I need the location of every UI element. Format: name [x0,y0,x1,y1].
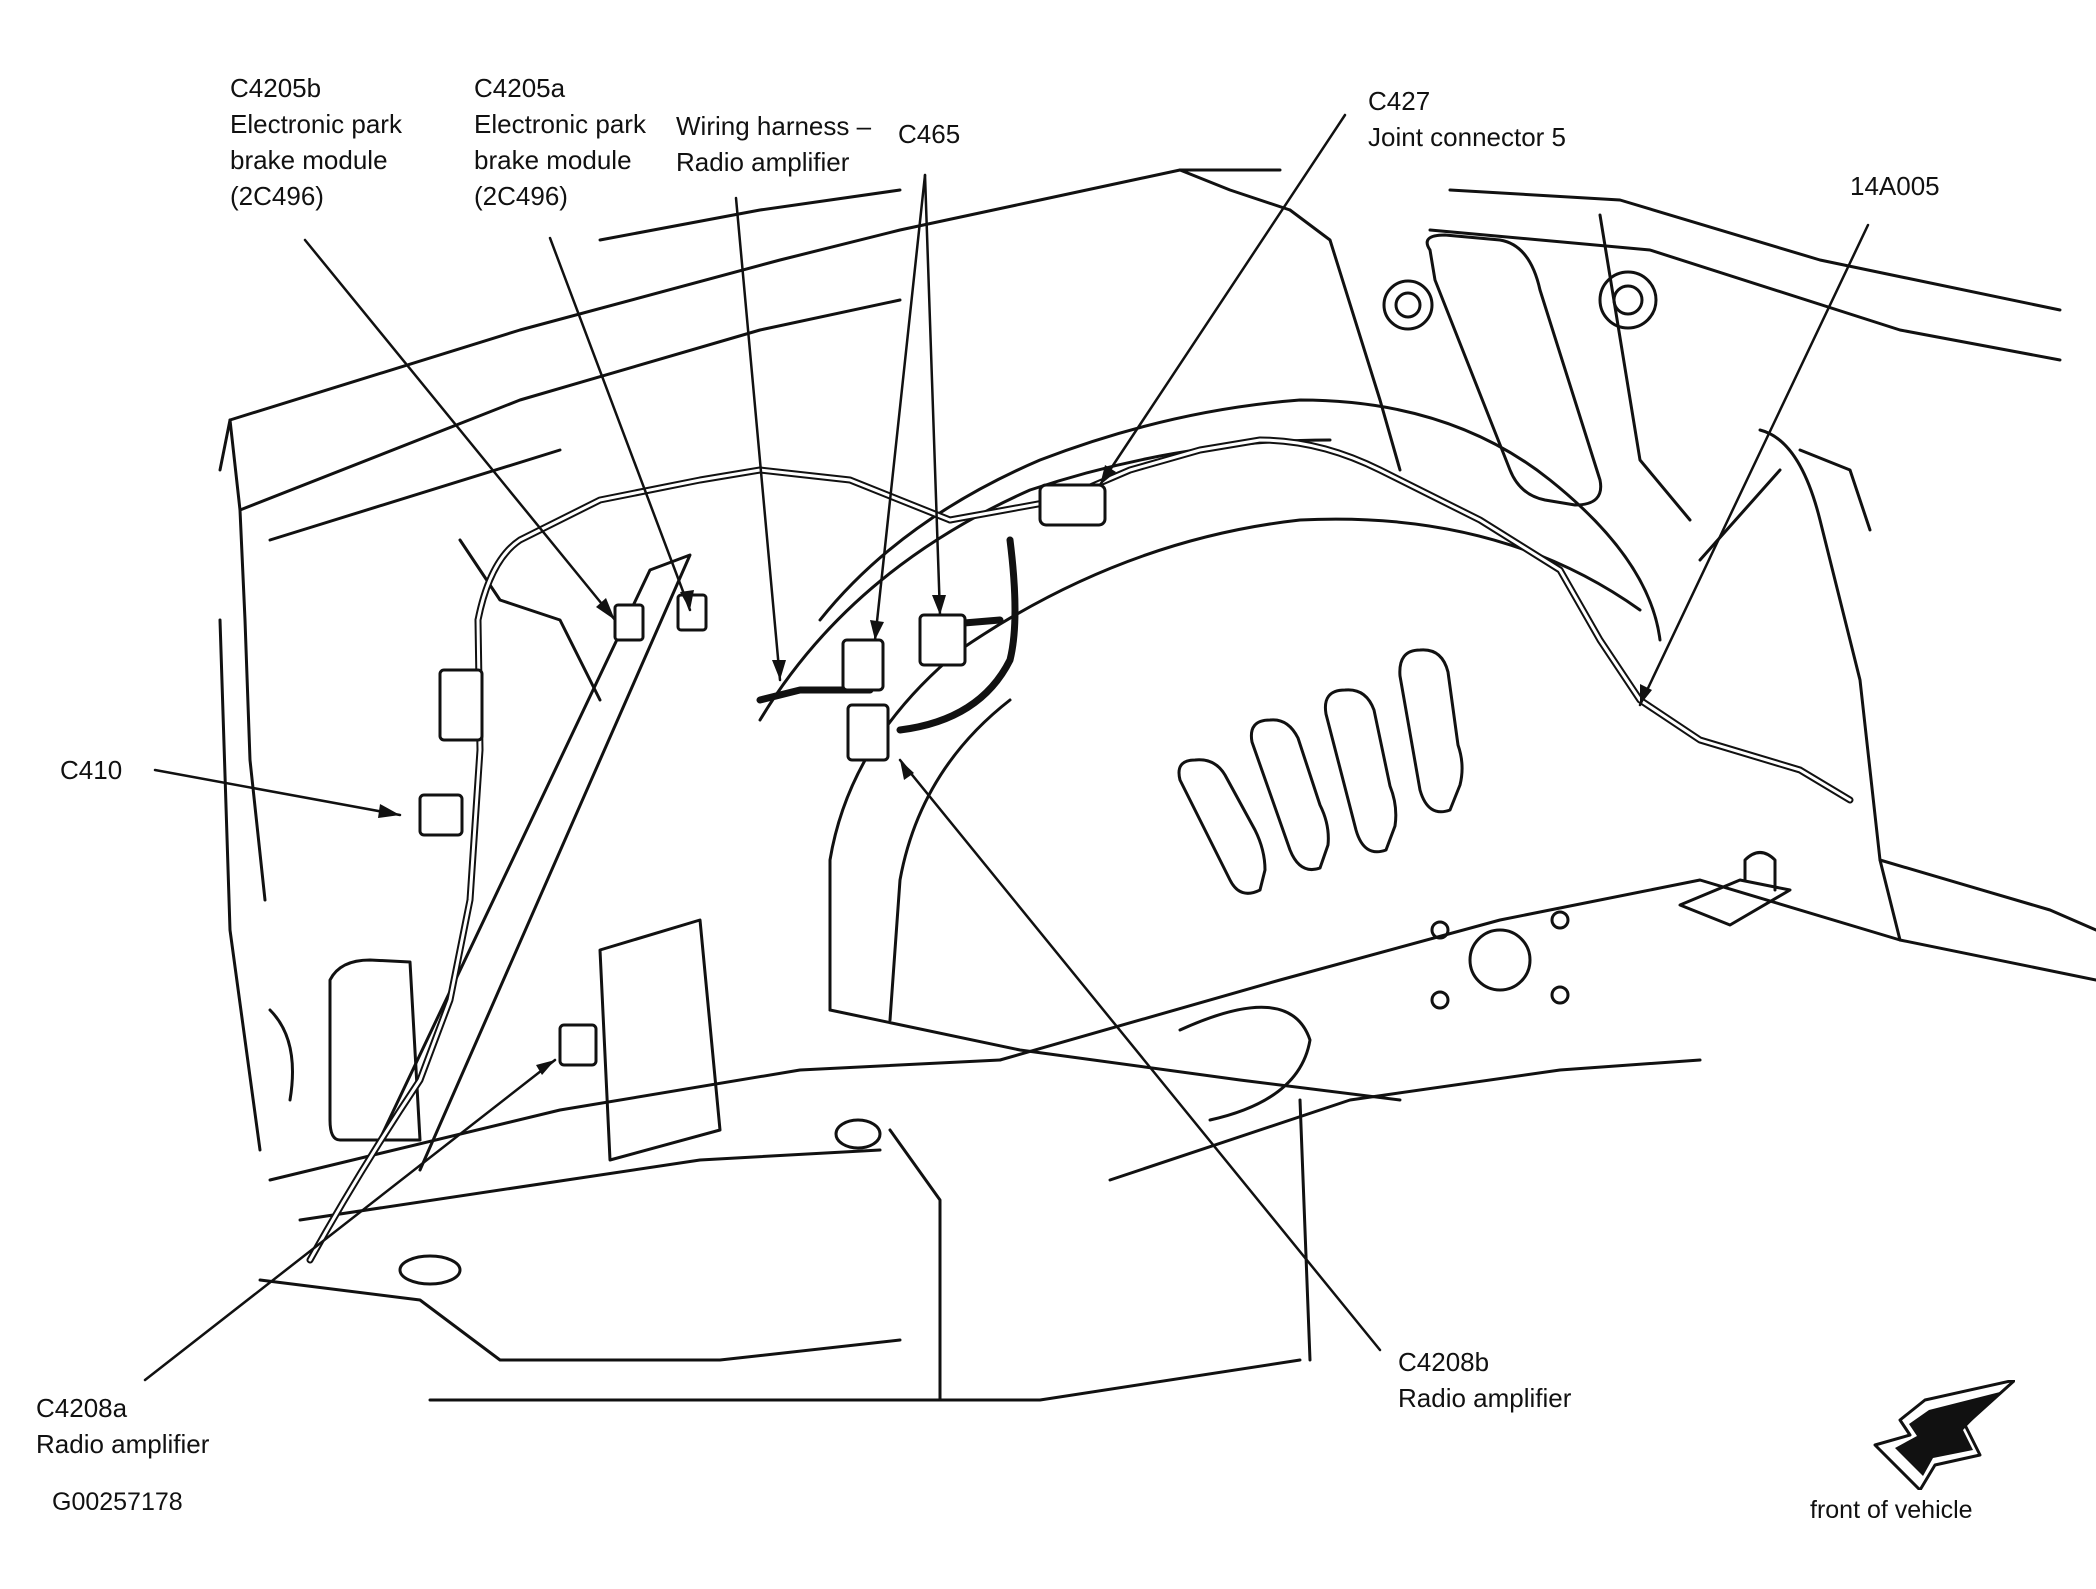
callout-c4205b-code: C4205b [230,73,322,103]
callout-c410: C410 [60,752,122,788]
front-of-vehicle-label: front of vehicle [1810,1496,1973,1524]
right-trunk-wall [1698,428,2096,942]
connector-c4208a [558,1023,598,1067]
leader-c4205b [303,238,617,622]
callout-14a005: 14A005 [1850,168,1940,204]
connectors [418,483,1107,1067]
grommet-right [1598,270,1658,330]
left-quarter-panel [218,618,722,1162]
connector-c4205 [841,638,885,692]
connector-c465 [918,613,967,667]
leader-c4208a [143,1058,557,1382]
callout-c4205b: C4205b Electronic park brake module (2C4… [230,70,402,214]
callout-c4205a: C4205a Electronic park brake module (2C4… [474,70,646,214]
leader-c4208b [898,758,1382,1352]
upper-trim [1288,188,2062,522]
callout-c4205a-code: C4205a [474,73,566,103]
callout-c410-code: C410 [60,755,123,785]
callout-c4205a-line2: brake module [474,145,632,175]
callout-harness-line1: Wiring harness – [676,111,872,141]
leader-c4205a [548,236,692,612]
callout-c427-code: C427 [1368,86,1431,116]
callout-c465-code: C465 [898,119,961,149]
callout-c4205a-line3: (2C496) [474,181,568,211]
leader-14a005 [1638,223,1870,707]
leader-c410 [153,768,402,817]
callout-harness: Wiring harness – Radio amplifier [676,108,871,180]
callout-c4208b-line1: Radio amplifier [1398,1383,1572,1413]
oval-access-panel [1425,233,1603,507]
leader-c465-b [923,173,942,617]
package-shelf-outline [218,168,1292,902]
callout-c427-line1: Joint connector 5 [1368,122,1567,152]
arrowheads [378,465,1652,1075]
louver-vents [1177,648,1464,895]
wiring-harness [306,436,1854,1264]
leader-harness [734,196,782,682]
callout-c4208a-code: C4208a [36,1393,128,1423]
callout-c4205b-line3: (2C496) [230,181,324,211]
callout-c4205b-line2: brake module [230,145,388,175]
callout-c465: C465 [898,116,960,152]
leader-c427 [1098,113,1347,487]
callout-14a005-code: 14A005 [1850,171,1940,201]
grommet-left [1382,279,1434,331]
callout-c4208b: C4208b Radio amplifier [1398,1344,1571,1416]
leader-c465-a [873,173,927,642]
leader-lines [143,113,1870,1382]
connector-c427 [1038,483,1107,527]
callout-c4208b-code: C4208b [1398,1347,1490,1377]
figure-id: G00257178 [52,1488,183,1516]
connector-c4208b [846,703,890,762]
callout-harness-line2: Radio amplifier [676,147,850,177]
wheel-well-housing [758,398,1662,1102]
trunk-floor [998,851,2096,1182]
callout-c4205b-line1: Electronic park [230,109,402,139]
center-pillar [368,538,692,1172]
connector-c410 [418,793,464,837]
callout-c4205a-line1: Electronic park [474,109,646,139]
connector-side [438,668,484,742]
lower-sill [258,1058,1312,1402]
callout-c427: C427 Joint connector 5 [1368,83,1566,155]
callout-c4208a-line1: Radio amplifier [36,1429,210,1459]
front-arrow-icon [1873,1380,2015,1490]
callout-c4208a: C4208a Radio amplifier [36,1390,209,1462]
